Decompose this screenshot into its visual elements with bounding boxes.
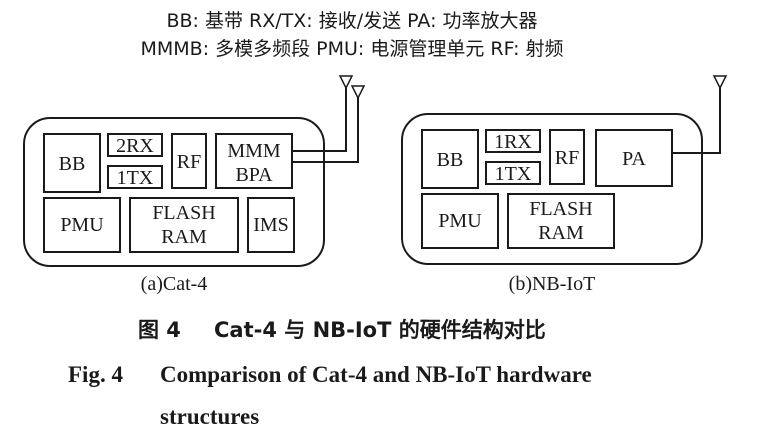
cat4-mmmbpa-block	[215, 133, 293, 189]
cat4-rx-block	[107, 133, 163, 157]
cat4-rf-label: RF	[177, 151, 201, 173]
cat4-pmu-block	[43, 197, 121, 253]
caption-en-title-2: structures	[160, 404, 259, 429]
cat4-flash-ram-block	[129, 197, 239, 253]
nbiot-tx-block	[485, 161, 541, 185]
cat4-rx-label: 2RX	[116, 135, 154, 157]
nbiot-flash-label: FLASH	[529, 198, 592, 220]
cat4-rf-block	[171, 133, 207, 189]
cat4-ims-block	[247, 197, 295, 253]
nbiot-ram-label: RAM	[538, 222, 584, 244]
cat4-antenna-line-1	[292, 86, 347, 152]
cat4-antenna-icon-2	[350, 85, 366, 100]
cat4-tx-label: 1TX	[117, 167, 154, 189]
cat4-bb-block	[43, 133, 101, 193]
legend-line-2: MMMB: 多模多频段 PMU: 电源管理单元 RF: 射频	[140, 38, 563, 60]
caption-en-title-1: Comparison of Cat-4 and NB-IoT hardware	[160, 362, 592, 387]
nbiot-pa-label: PA	[622, 148, 646, 170]
cat4-caption: (a)Cat-4	[141, 273, 208, 295]
cat4-antenna-icon-1	[338, 75, 354, 90]
cat4-bb-label: BB	[59, 153, 86, 175]
nbiot-antenna-icon	[712, 75, 728, 90]
nbiot-antenna-line	[672, 86, 721, 154]
caption-en-label: Fig. 4	[68, 362, 123, 387]
nbiot-rx-block	[485, 129, 541, 153]
nbiot-pa-block	[595, 129, 673, 187]
cat4-mmmbpa-label-2: BPA	[235, 164, 273, 186]
caption-cn-title: Cat-4 与 NB-IoT 的硬件结构对比	[214, 318, 546, 342]
cat4-ram-label: RAM	[161, 226, 207, 248]
nbiot-bb-block	[421, 129, 479, 189]
nbiot-pmu-label: PMU	[438, 210, 482, 232]
cat4-diagram: BB 2RX 1TX RF MMM BPA PMU FLASH RAM IMS …	[23, 75, 366, 295]
nbiot-rx-label: 1RX	[494, 131, 532, 153]
legend-line-1: BB: 基带 RX/TX: 接收/发送 PA: 功率放大器	[166, 10, 537, 32]
nbiot-diagram: BB 1RX 1TX RF PA PMU FLASH RAM (b)NB-IoT	[401, 75, 728, 295]
nbiot-rf-label: RF	[555, 147, 579, 169]
cat4-mmmbpa-label-1: MMM	[227, 140, 281, 162]
cat4-ims-label: IMS	[253, 214, 289, 236]
caption-cn-label: 图 4	[138, 318, 181, 342]
cat4-tx-block	[107, 165, 163, 189]
nbiot-flash-ram-block	[507, 193, 615, 249]
cat4-pmu-label: PMU	[60, 214, 104, 236]
nbiot-tx-label: 1TX	[495, 163, 532, 185]
cat4-antenna-line-2	[292, 96, 359, 163]
nbiot-rf-block	[549, 129, 585, 185]
cat4-flash-label: FLASH	[152, 202, 215, 224]
nbiot-bb-label: BB	[437, 149, 464, 171]
nbiot-caption: (b)NB-IoT	[509, 273, 596, 295]
nbiot-pmu-block	[421, 193, 499, 249]
